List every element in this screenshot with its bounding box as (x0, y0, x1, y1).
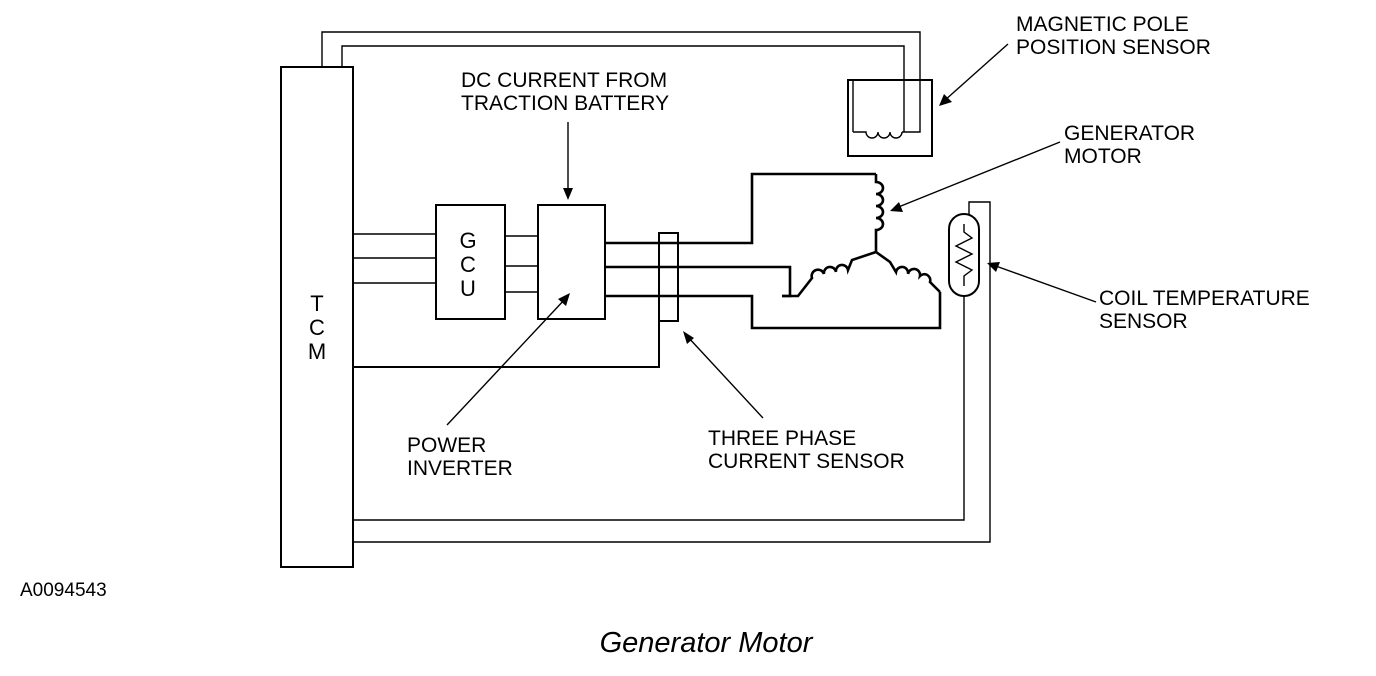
leader-arrows (446, 43, 1097, 426)
label-three-phase-line1: THREE PHASE (708, 427, 856, 450)
label-generator-line2: MOTOR (1064, 145, 1142, 168)
power-inverter-block (537, 204, 606, 320)
figure-caption: Generator Motor (600, 627, 814, 659)
label-magnetic-pole-line2: POSITION SENSOR (1016, 36, 1211, 59)
label-generator-line1: GENERATOR (1064, 122, 1195, 145)
tcm-letter-c: C (309, 315, 325, 340)
label-dc-current-line2: TRACTION BATTERY (461, 92, 669, 115)
tcm-letter-m: M (308, 339, 326, 364)
three-phase-lines (605, 172, 942, 330)
label-dc-current-line1: DC CURRENT FROM (461, 69, 667, 92)
gcu-block: G C U (435, 204, 506, 320)
coil-temperature-sensor (948, 213, 980, 297)
three-phase-current-sensor (353, 232, 679, 368)
label-magnetic-pole-line1: MAGNETIC POLE (1016, 13, 1189, 36)
tcm-gcu-lines (353, 233, 436, 284)
tcm-block: T C M (280, 66, 354, 568)
coil-sensor-wiring (353, 201, 991, 543)
label-three-phase-line2: CURRENT SENSOR (708, 450, 905, 473)
gcu-letter-g: G (459, 228, 476, 253)
gcu-letter-c: C (460, 252, 476, 277)
gcu-inverter-lines (505, 235, 538, 293)
tcm-letter-t: T (310, 291, 323, 316)
pole-sensor-wiring (321, 31, 921, 133)
label-power-inverter-line1: POWER (407, 434, 486, 457)
label-coil-temp-line1: COIL TEMPERATURE (1099, 287, 1310, 310)
label-power-inverter-line2: INVERTER (407, 457, 513, 480)
generator-motor (782, 174, 941, 298)
magnetic-pole-sensor (847, 79, 933, 157)
label-coil-temp-line2: SENSOR (1099, 310, 1188, 333)
gcu-letter-u: U (460, 276, 476, 301)
reference-id: A0094543 (20, 580, 107, 601)
